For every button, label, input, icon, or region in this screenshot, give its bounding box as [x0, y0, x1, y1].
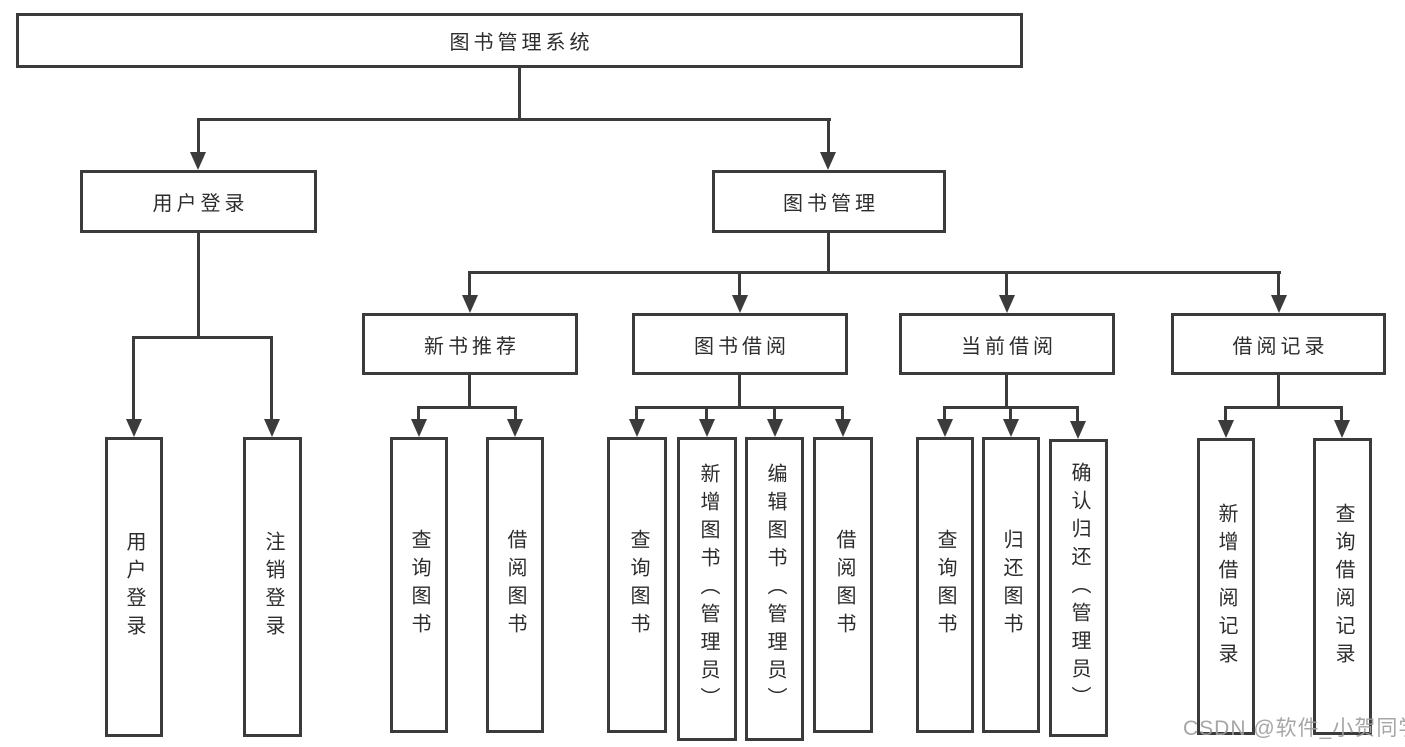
- arrow-edit-book-admin: [767, 419, 783, 437]
- leaf-query-books-current: 查询图书: [916, 437, 974, 733]
- node-current-borrowing: 当前借阅: [899, 313, 1115, 375]
- edge-drop-user-login: [197, 118, 200, 154]
- arrow-book-borrowing: [732, 295, 748, 313]
- edge-user-login-bus: [132, 336, 273, 339]
- arrow-leaf-logout: [264, 419, 280, 437]
- arrow-new-book-recommend: [462, 295, 478, 313]
- node-book-borrowing: 图书借阅: [632, 313, 848, 375]
- leaf-add-book-admin: 新增图书（管理员）: [677, 437, 737, 741]
- edge-drop-add-borrow-record: [1224, 406, 1227, 421]
- node-user-login: 用户登录: [80, 170, 317, 233]
- arrow-query-books-current: [937, 419, 953, 437]
- arrow-borrow-books-recommend: [507, 419, 523, 437]
- edge-borrowing-records-stem: [1277, 373, 1280, 408]
- arrow-user-login: [190, 152, 206, 170]
- arrow-return-book: [1003, 419, 1019, 437]
- arrow-confirm-return-admin: [1070, 421, 1086, 439]
- edge-book-borrowing-stem: [738, 373, 741, 408]
- arrow-borrow-books: [835, 419, 851, 437]
- edge-drop-add-book-admin: [705, 406, 708, 420]
- leaf-confirm-return-admin: 确认归还（管理员）: [1049, 439, 1108, 737]
- edge-drop-leaf-user-login: [132, 336, 135, 420]
- leaf-return-book: 归还图书: [982, 437, 1040, 733]
- edge-drop-borrow-books: [841, 406, 844, 420]
- leaf-add-borrow-record: 新增借阅记录: [1197, 438, 1255, 735]
- arrow-current-borrowing: [999, 295, 1015, 313]
- leaf-user-login: 用户登录: [105, 437, 163, 737]
- node-borrowing-records: 借阅记录: [1171, 313, 1386, 375]
- edge-book-borrowing-bus: [635, 406, 844, 409]
- edge-drop-borrowing-records: [1277, 271, 1280, 297]
- edge-drop-book-borrowing: [738, 271, 741, 297]
- edge-drop-leaf-logout: [270, 336, 273, 420]
- edge-drop-query-books-current: [943, 406, 946, 420]
- edge-book-management-stem: [827, 231, 830, 274]
- edge-borrowing-records-bus: [1224, 406, 1343, 409]
- leaf-borrow-books: 借阅图书: [813, 437, 873, 733]
- edge-drop-query-books-recommend: [417, 406, 420, 420]
- node-book-management: 图书管理: [712, 170, 946, 233]
- edge-root-stem: [518, 66, 521, 120]
- arrow-query-books-recommend: [411, 419, 427, 437]
- node-new-book-recommend: 新书推荐: [362, 313, 578, 375]
- leaf-query-books-recommend: 查询图书: [390, 437, 448, 733]
- edge-drop-current-borrowing: [1005, 271, 1008, 297]
- arrow-add-book-admin: [699, 419, 715, 437]
- arrow-borrowing-records: [1271, 295, 1287, 313]
- watermark: CSDN @软件_小贺同学: [1183, 717, 1405, 740]
- arrow-query-books-borrowing: [629, 419, 645, 437]
- edge-current-borrowing-stem: [1005, 373, 1008, 408]
- arrow-add-borrow-record: [1218, 420, 1234, 438]
- edge-level3-bus: [468, 271, 1281, 274]
- arrow-leaf-user-login: [126, 419, 142, 437]
- edge-new-book-recommend-bus: [417, 406, 517, 409]
- node-root: 图书管理系统: [16, 13, 1023, 68]
- leaf-edit-book-admin: 编辑图书（管理员）: [745, 437, 804, 741]
- arrow-query-borrow-record: [1334, 420, 1350, 438]
- edge-drop-borrow-books-recommend: [514, 406, 517, 420]
- leaf-query-books-borrowing: 查询图书: [607, 437, 667, 733]
- edge-new-book-recommend-stem: [468, 373, 471, 408]
- edge-level2-bus: [197, 118, 831, 121]
- leaf-query-borrow-record: 查询借阅记录: [1313, 438, 1372, 735]
- edge-drop-edit-book-admin: [773, 406, 776, 420]
- edge-drop-return-book: [1009, 406, 1012, 420]
- edge-drop-new-book-recommend: [468, 271, 471, 297]
- leaf-logout: 注销登录: [243, 437, 302, 737]
- edge-drop-query-books-borrowing: [635, 406, 638, 420]
- edge-drop-book-management: [827, 118, 830, 154]
- edge-drop-query-borrow-record: [1340, 406, 1343, 421]
- edge-drop-confirm-return-admin: [1076, 406, 1079, 422]
- edge-user-login-stem: [197, 231, 200, 338]
- leaf-borrow-books-recommend: 借阅图书: [486, 437, 544, 733]
- arrow-book-management: [820, 152, 836, 170]
